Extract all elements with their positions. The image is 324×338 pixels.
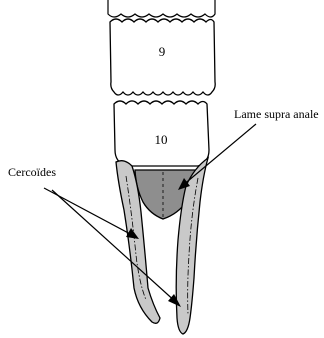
- segment-8: [108, 0, 215, 17]
- segment-10-label: 10: [155, 132, 168, 147]
- supra-anal-label: Lame supra anale: [234, 107, 319, 121]
- segment-9-label: 9: [159, 44, 166, 59]
- cercoides-label: Cercoïdes: [8, 165, 56, 179]
